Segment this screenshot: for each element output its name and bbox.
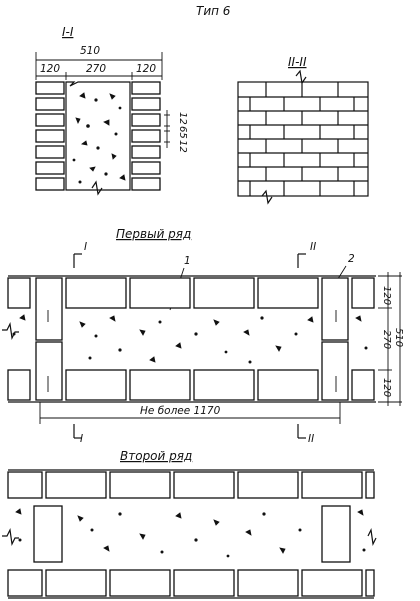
section-2-label: II-II [288,55,307,69]
rdim-270: 270 [381,330,392,349]
cut-1-top-label: I [84,241,87,253]
first-row-label: Первый ряд [116,227,191,241]
row2-break-right [367,528,377,546]
first-row: Первый ряд I II 1 2 [2,227,404,445]
cut-2-bottom-label: II [308,433,314,445]
drawing-title: Тип 6 [196,4,231,18]
dim-part-1: 120 [40,63,60,75]
callout-1: 1 [184,255,191,267]
second-row: Второй ряд [2,449,377,599]
section-1-concrete [65,81,131,191]
break-line-bottom-2 [261,189,273,205]
section-2: II-II [237,55,369,205]
break-line-bottom [91,180,103,196]
cut-1-bottom-label: I [80,433,83,445]
row2-break-left [2,528,19,546]
section-1-left-bricks [35,81,65,191]
concrete-aggregate [72,92,126,184]
rdim-120-bottom: 120 [381,378,392,397]
row2-transverse-brick-left [33,505,63,563]
section-1-label: I-I [62,25,74,39]
rdim-510: 510 [393,328,404,347]
dim-total-510: 510 [80,45,100,57]
row1-break-left [2,322,19,340]
section-2-brick-courses [238,82,368,196]
dim-part-3: 120 [136,63,156,75]
second-row-label: Второй ряд [120,449,192,463]
vdim-65: 65 [177,126,188,139]
vdim-12-bottom: 12 [177,140,188,153]
row2-bottom-bricks [7,569,375,597]
row1-bottom-bricks [7,341,375,401]
row2-concrete [15,508,366,558]
row2-top-bricks [7,471,375,499]
span-dim-label: Не более 1170 [140,405,221,417]
cut-2-top-label: II [310,241,316,253]
vdim-12-top: 12 [177,112,188,125]
row2-transverse-brick-right [321,505,351,563]
row1-top-bricks [7,277,375,341]
rdim-120-top: 120 [381,286,392,305]
section-1: I-I 510 120 270 120 [35,25,188,196]
row1-concrete [12,314,368,364]
break-line-top-2 [295,69,307,85]
callout-2: 2 [348,253,355,265]
dim-part-2: 270 [86,63,106,75]
section-1-right-bricks [131,81,161,191]
